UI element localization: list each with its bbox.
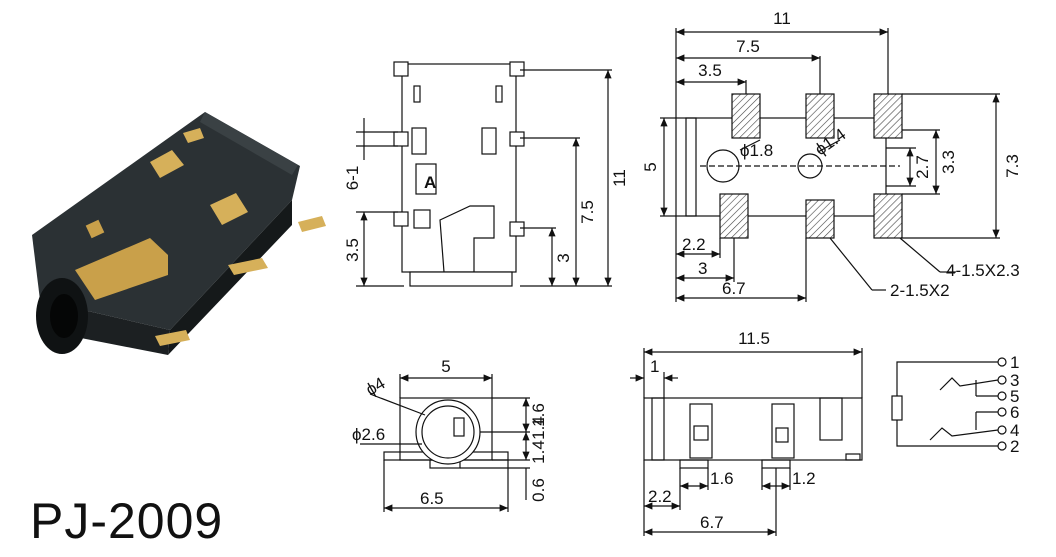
dim-7-3: 7.3	[1003, 154, 1022, 178]
dim-bottom-1: 1	[650, 357, 659, 376]
pin-label-1: 1	[1010, 353, 1019, 372]
pin-label-6: 6	[1010, 403, 1019, 422]
pin-label-3: 3	[1010, 371, 1019, 390]
dim-bottom-2-2: 2.2	[648, 487, 672, 506]
jack-socket-hole	[50, 294, 78, 338]
dim-width-11: 11	[773, 9, 791, 28]
dim-height-5: 5	[641, 162, 660, 171]
dim-front-5: 5	[441, 357, 450, 376]
contact-tab-1	[150, 150, 184, 178]
dim-height-7-5: 7.5	[578, 200, 597, 224]
top-view	[660, 28, 1000, 302]
dim-height-11: 11	[610, 169, 629, 187]
dim-height-3: 3	[554, 253, 573, 262]
pad-big-1	[731, 93, 761, 139]
dim-2-7: 2.7	[913, 155, 932, 179]
solder-lead-1	[228, 258, 268, 275]
pad-small-1	[805, 93, 835, 139]
pad-big-4	[873, 193, 903, 239]
dim-diameter-2-6: ϕ2.6	[352, 425, 385, 444]
jack-body-side	[168, 200, 292, 355]
dim-bottom-11-5: 11.5	[738, 329, 770, 348]
pad-big-3	[719, 193, 749, 239]
dim-1-4a: 1.4	[529, 416, 548, 440]
pad-small-2	[805, 199, 835, 239]
contact-clip-front	[75, 238, 168, 300]
dim-hole-1-8: ϕ1.8	[740, 141, 773, 160]
dim-bottom-1-6: 1.6	[710, 469, 734, 488]
dim-height-3-5: 3.5	[343, 238, 362, 262]
contact-tab-2	[210, 193, 248, 225]
side-view	[356, 61, 612, 287]
dim-bottom-1-2: 1.2	[792, 469, 816, 488]
solder-lead-3	[155, 330, 190, 346]
dim-front-6-5: 6.5	[420, 489, 444, 508]
dim-1-4b: 1.4	[529, 440, 548, 464]
dim-width-7-5: 7.5	[736, 37, 760, 56]
solder-lead-2	[298, 216, 326, 232]
pin-label-5: 5	[1010, 387, 1019, 406]
pad-big-2	[873, 93, 903, 139]
bottom-view	[630, 348, 863, 536]
dim-slot-6-1: 6-1	[343, 166, 362, 191]
pin-schematic	[891, 357, 1007, 451]
dim-0-6: 0.6	[529, 478, 548, 502]
dim-3: 3	[698, 259, 707, 278]
dim-diameter-4: ϕ4	[363, 374, 389, 400]
dim-1-6: 1.6	[529, 403, 548, 427]
dim-width-3-5: 3.5	[698, 61, 722, 80]
front-view	[360, 374, 530, 512]
pad-label-big: 4-1.5X2.3	[946, 261, 1020, 280]
pad-label-small: 2-1.5X2	[890, 281, 950, 300]
model-title: PJ-2009	[30, 493, 224, 549]
contact-tab-3	[183, 128, 204, 143]
product-render	[32, 112, 326, 355]
dim-6-7: 6.7	[722, 279, 746, 298]
contact-small	[85, 219, 105, 239]
polarity-mark: A	[424, 173, 436, 192]
pin-label-4: 4	[1010, 421, 1019, 440]
jack-edge	[200, 112, 298, 175]
dim-2-2: 2.2	[682, 235, 706, 254]
dim-bottom-6-7: 6.7	[700, 513, 724, 532]
dim-3-3: 3.3	[939, 150, 958, 174]
pin-label-2: 2	[1010, 437, 1019, 456]
